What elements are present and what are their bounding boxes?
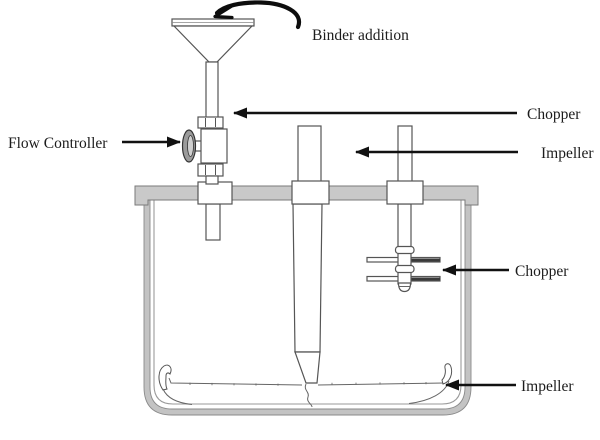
binder-flow-arrow [213,0,302,30]
flow-controller-valve [181,116,228,185]
chopper-collar-lower [394,264,415,274]
impeller-shaft-bushing [291,180,330,205]
vessel-inner-wall [153,200,462,405]
valve-body [200,128,228,164]
label-binder-addition: Binder addition [312,27,409,44]
label-chopper-top: Chopper [527,106,581,123]
chopper-cap [397,282,412,293]
label-impeller-top: Impeller [541,145,594,162]
label-flow-controller: Flow Controller [8,135,108,152]
impeller-blade-left-edge [168,377,303,386]
impeller-shaft-upper [297,125,322,184]
valve-top-nut [197,116,224,129]
chopper-blade-bar-upper-dark [411,258,440,262]
binder-addition-funnel [171,18,255,119]
impeller-shaft [292,203,323,384]
label-chopper-bottom: Chopper [515,263,569,280]
impeller-blade-right-edge [317,382,445,386]
chopper-shaft-upper [397,125,413,184]
label-impeller-bottom: Impeller [521,378,574,395]
chopper-shaft-bushing [386,180,424,205]
binder-flow-arrowhead [213,4,234,20]
chopper-blade-bar-lower-dark [411,277,440,281]
feed-port-bushing [197,181,233,205]
valve-outlet-stub [205,175,219,185]
impeller-blade-left-tip [158,364,172,391]
funnel-stem [205,61,219,119]
impeller-shaft-lower [292,203,323,353]
chopper-assembly [366,203,441,293]
chopper-collar-upper [394,245,415,255]
impeller-blade-front-edge-left [162,388,193,405]
funnel-cone [172,25,254,63]
impeller-blade [158,363,453,408]
impeller-blade-right-tip [441,363,453,385]
handwheel-hub [187,135,194,157]
binder-flow-arrow-curve [214,0,302,30]
binder-feed-tube-lower [205,203,221,241]
impeller-shaft-taper [294,351,321,384]
valve-bottom-nut [197,163,224,177]
impeller-blade-hub-squiggle [304,383,313,408]
impeller-blade-ticks [189,382,427,386]
